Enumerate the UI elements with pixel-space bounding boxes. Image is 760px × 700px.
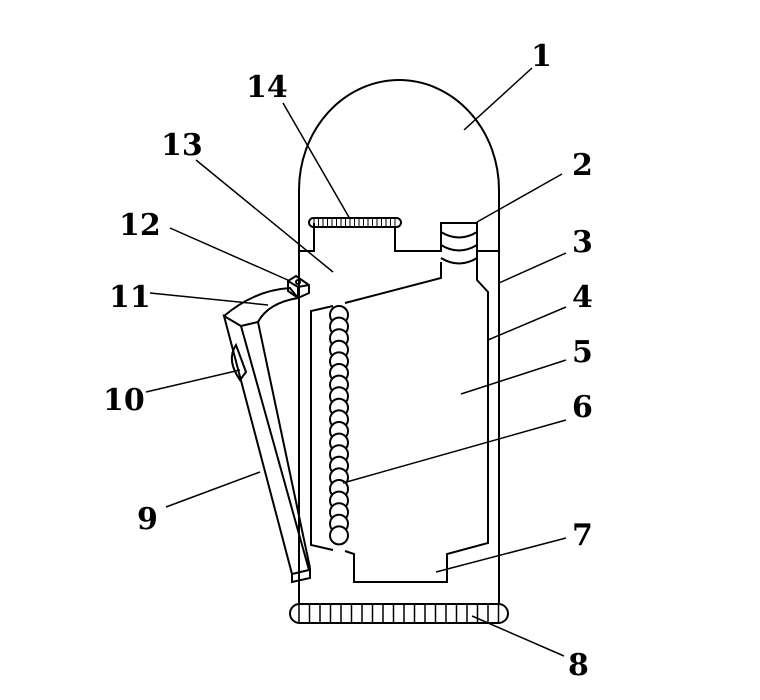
handle [222,274,311,584]
label-8: 8 [568,648,589,683]
label-6: 6 [572,390,593,425]
grip-pad [230,342,248,382]
label-1: 1 [531,39,552,74]
hinge-block [287,274,310,300]
leader-lines [145,67,567,657]
spring [440,231,478,265]
heating-strip [308,217,402,228]
inner-liner [310,251,489,583]
label-14: 14 [246,70,288,105]
label-2: 2 [572,148,593,183]
label-11: 11 [109,280,151,315]
label-13: 13 [161,128,203,163]
label-3: 3 [572,225,593,260]
label-4: 4 [572,280,593,315]
outer-shell [298,252,500,605]
label-12: 12 [119,208,161,243]
base-ring [289,603,509,624]
coil-turn [329,525,349,546]
label-5: 5 [572,335,593,370]
label-9: 9 [137,502,158,537]
label-10: 10 [103,383,145,418]
label-7: 7 [572,518,593,553]
heating-coil [329,305,349,546]
